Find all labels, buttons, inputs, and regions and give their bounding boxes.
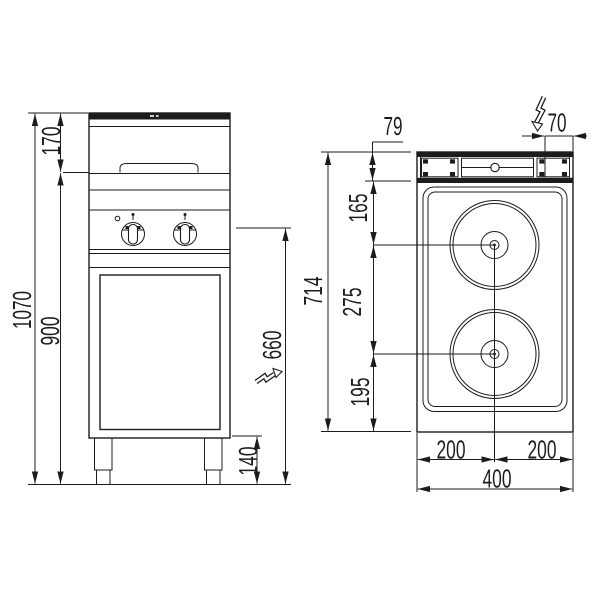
dim-overall-width: 400 [483,464,512,494]
dim-connection-offset: 70 [548,108,567,138]
electric-connection-icon-side [254,367,284,385]
dim-overall-depth: 714 [298,277,328,306]
rear-rail [417,152,573,183]
dim-body-height: 900 [35,317,65,346]
side-elevation-view [88,112,231,485]
side-view-dimensions: 1070 170 900 140 660 [7,112,291,485]
cabinet-door-panel[interactable] [99,274,221,431]
knob-position-indicator [183,213,187,220]
hotplate-side-profile [119,163,199,173]
knob-position-indicator [131,213,135,220]
dim-rail-to-first-plate: 165 [343,194,373,223]
brand-mark [156,115,159,117]
dim-plate-to-front: 195 [345,378,375,407]
dim-overall-height: 1070 [7,291,37,329]
dim-rail-depth: 79 [384,111,403,141]
rail-screw-icon [490,162,500,173]
brand-mark [150,115,154,117]
dim-left-half-width: 200 [437,435,466,465]
top-trim-bar [89,113,230,120]
control-knob-left[interactable] [121,222,145,246]
leg-left [94,437,113,485]
pilot-lamp-icon [114,215,121,222]
dim-connection-height: 660 [257,331,287,360]
dim-leg-height: 140 [233,447,263,476]
dim-right-half-width: 200 [528,435,557,465]
dim-worktop-height: 170 [36,127,66,156]
plan-view-dimensions: 714 79 70 165 275 195 200 200 400 [298,95,587,494]
dim-plate-spacing: 275 [337,288,367,317]
control-knob-right[interactable] [173,222,197,246]
leg-right [204,437,223,485]
electric-connection-icon-top [530,95,547,133]
